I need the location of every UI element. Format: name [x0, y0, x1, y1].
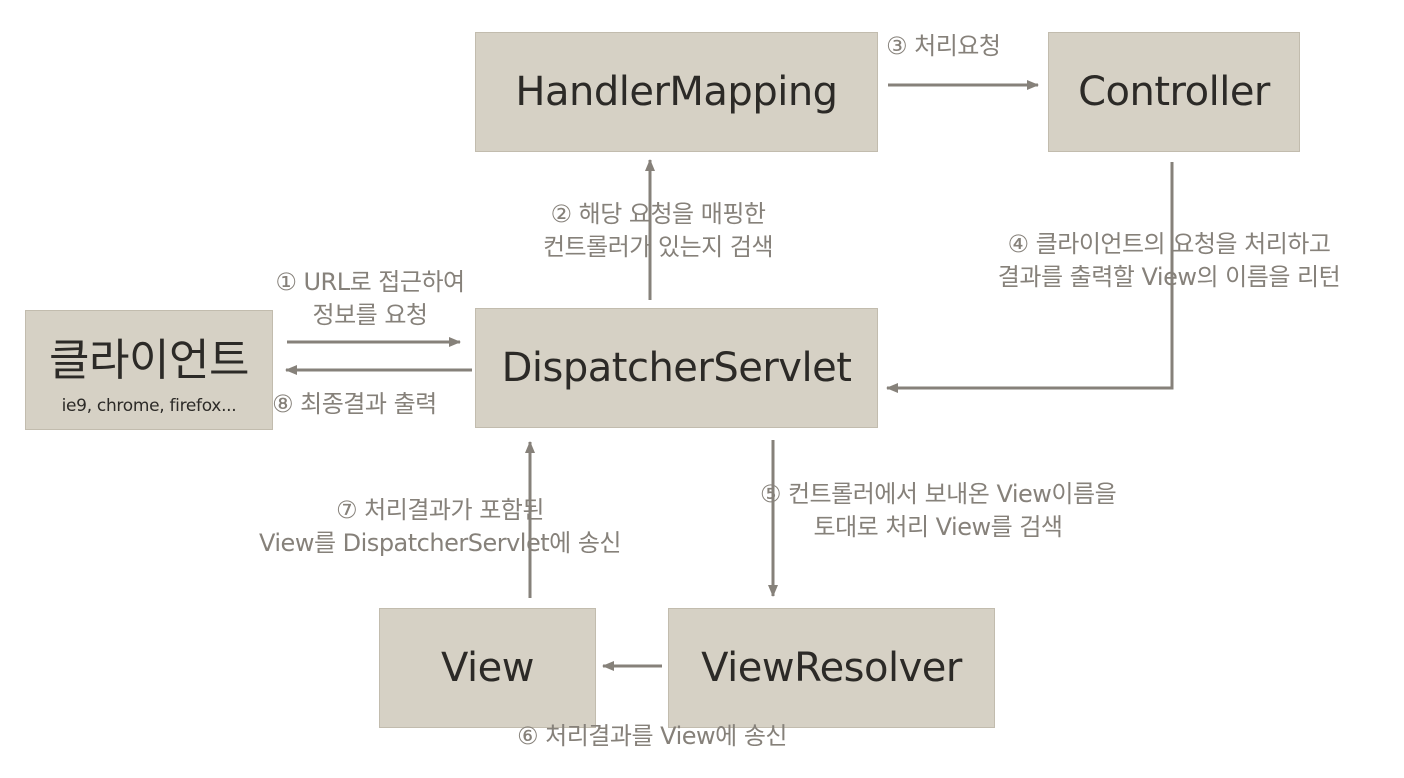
controller-box: Controller: [1048, 32, 1300, 152]
step3-line1: ③ 처리요청: [886, 32, 1001, 60]
view-box: View: [379, 608, 596, 728]
step7-line1: ⑦ 처리결과가 포함된: [336, 496, 544, 524]
view-resolver-box: ViewResolver: [668, 608, 995, 728]
step4-line2: 결과를 출력할 View의 이름을 리턴: [997, 263, 1341, 291]
handler-mapping-label: HandlerMapping: [515, 69, 838, 115]
step1-label: ① URL로 접근하여 정보를 요청: [247, 266, 493, 332]
step7-label: ⑦ 처리결과가 포함된 View를 DispatcherServlet에 송신: [216, 494, 664, 560]
step4-label: ④ 클라이언트의 요청을 처리하고 결과를 출력할 View의 이름을 리턴: [945, 228, 1393, 294]
step8-line1: ⑧ 최종결과 출력: [272, 390, 437, 418]
step8-label: ⑧ 최종결과 출력: [272, 388, 478, 421]
step4-line1: ④ 클라이언트의 요청을 처리하고: [1007, 230, 1331, 258]
step7-line2: View를 DispatcherServlet에 송신: [259, 529, 622, 557]
dispatcher-servlet-box: DispatcherServlet: [475, 308, 878, 428]
view-label: View: [441, 645, 534, 691]
step2-line1: ② 해당 요청을 매핑한: [550, 200, 766, 228]
dispatcher-servlet-label: DispatcherServlet: [501, 345, 852, 391]
step2-label: ② 해당 요청을 매핑한 컨트롤러가 있는지 검색: [508, 198, 808, 264]
step5-label: ⑤ 컨트롤러에서 보내온 View이름을 토대로 처리 View를 검색: [707, 478, 1169, 544]
client-browsers-label: ie9, chrome, firefox...: [61, 396, 237, 416]
step5-line1: ⑤ 컨트롤러에서 보내온 View이름을: [759, 480, 1117, 508]
arrow-step4: [886, 162, 1174, 393]
step3-label: ③ 처리요청: [886, 30, 1036, 63]
client-label: 클라이언트: [49, 335, 249, 386]
step6-line1: ⑥ 처리결과를 View에 송신: [517, 722, 788, 750]
step1-line2: 정보를 요청: [312, 301, 428, 329]
client-box: 클라이언트 ie9, chrome, firefox...: [25, 310, 273, 430]
controller-label: Controller: [1078, 69, 1270, 115]
step2-line2: 컨트롤러가 있는지 검색: [542, 233, 774, 261]
view-resolver-label: ViewResolver: [701, 645, 962, 691]
step5-line2: 토대로 처리 View를 검색: [813, 513, 1063, 541]
step6-label: ⑥ 처리결과를 View에 송신: [472, 720, 832, 753]
handler-mapping-box: HandlerMapping: [475, 32, 878, 152]
step1-line1: ① URL로 접근하여: [275, 268, 465, 296]
